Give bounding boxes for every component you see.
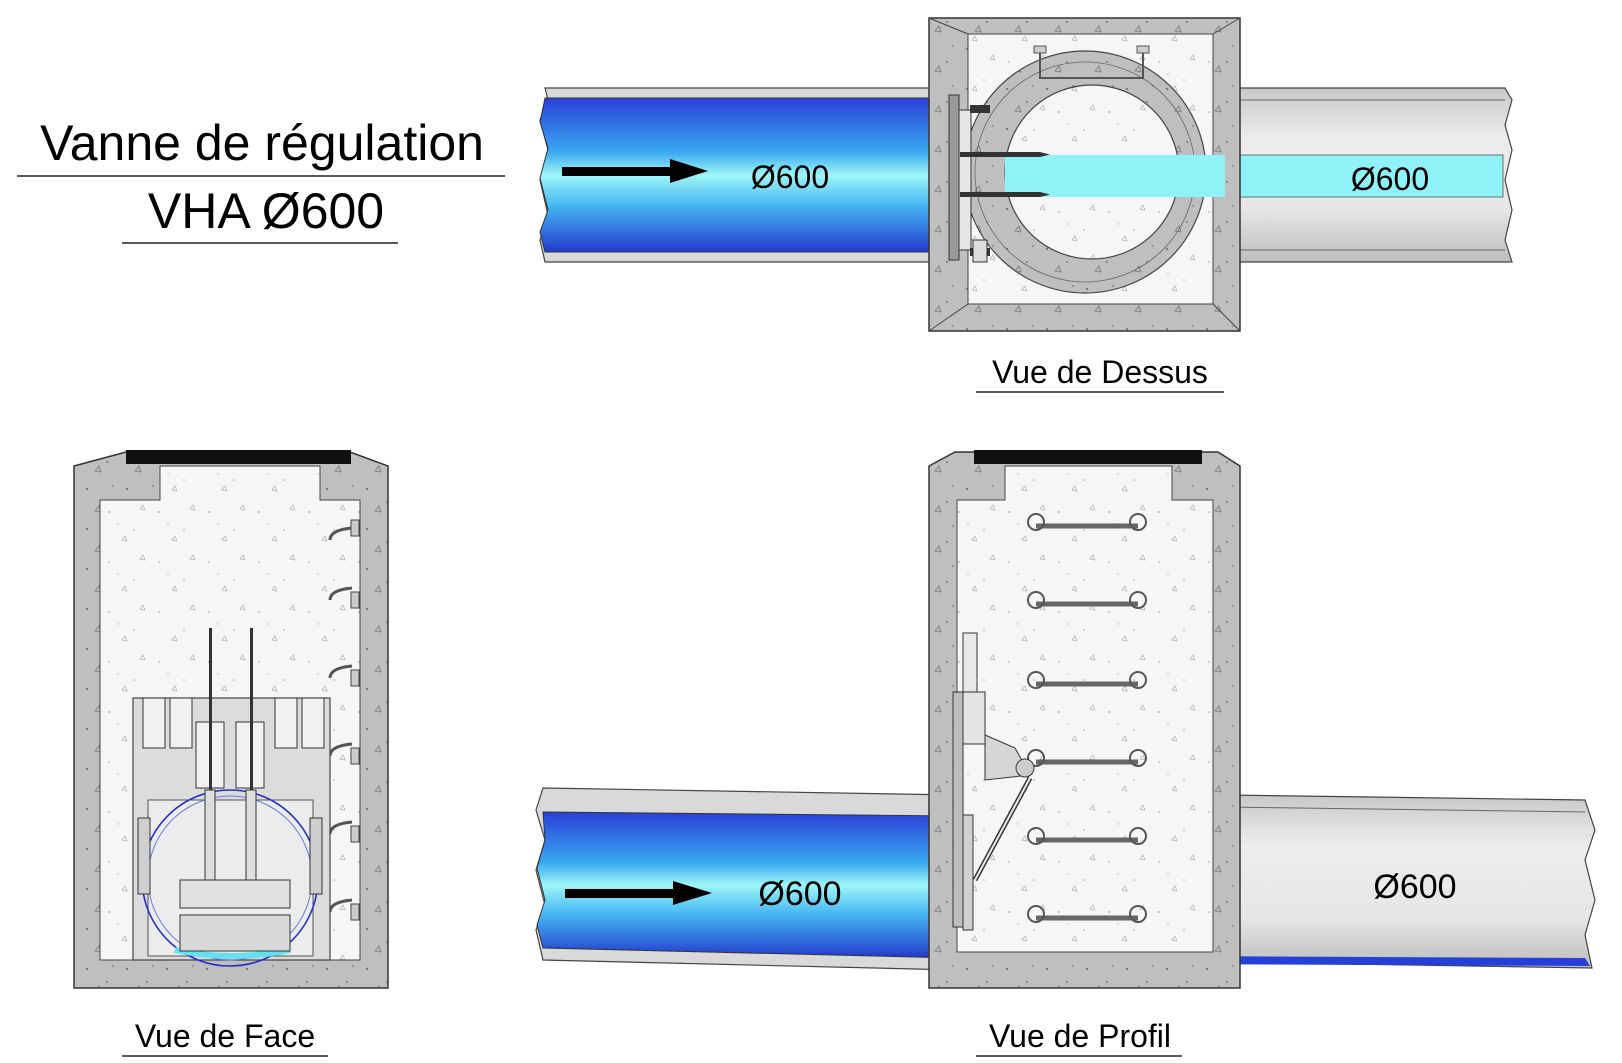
view-label-profile: Vue de Profil bbox=[989, 1018, 1171, 1054]
flow-arrow-icon bbox=[565, 881, 712, 905]
top-outlet-diameter: Ø600 bbox=[1351, 161, 1429, 197]
flow-arrow-icon bbox=[562, 159, 708, 183]
drawing-title: Vanne de régulation VHA Ø600 bbox=[17, 115, 505, 244]
profile-gate-mechanism bbox=[952, 632, 1035, 931]
top-chamber bbox=[928, 17, 1241, 332]
profile-inlet-pipe: Ø600 bbox=[535, 787, 958, 971]
title-line-1: Vanne de régulation bbox=[40, 115, 484, 171]
top-view: Ø600 Ø600 bbox=[539, 17, 1513, 393]
profile-inlet-diameter: Ø600 bbox=[758, 875, 841, 913]
face-ladder bbox=[328, 519, 360, 921]
top-outlet-pipe: Ø600 bbox=[1224, 87, 1513, 263]
top-inlet-diameter: Ø600 bbox=[751, 159, 829, 195]
top-gate-mechanism bbox=[948, 94, 1050, 263]
top-inlet-pipe: Ø600 bbox=[539, 87, 931, 263]
face-gate-assembly bbox=[132, 628, 331, 967]
profile-chamber bbox=[928, 450, 1241, 989]
profile-view: Ø600 Ø600 bbox=[535, 450, 1596, 1057]
view-label-top: Vue de Dessus bbox=[992, 354, 1208, 390]
profile-ladder bbox=[1027, 513, 1147, 923]
title-line-2: VHA Ø600 bbox=[148, 183, 384, 239]
profile-outlet-diameter: Ø600 bbox=[1373, 868, 1456, 906]
view-label-face: Vue de Face bbox=[135, 1018, 315, 1054]
face-view: Vue de Face bbox=[73, 450, 389, 1057]
